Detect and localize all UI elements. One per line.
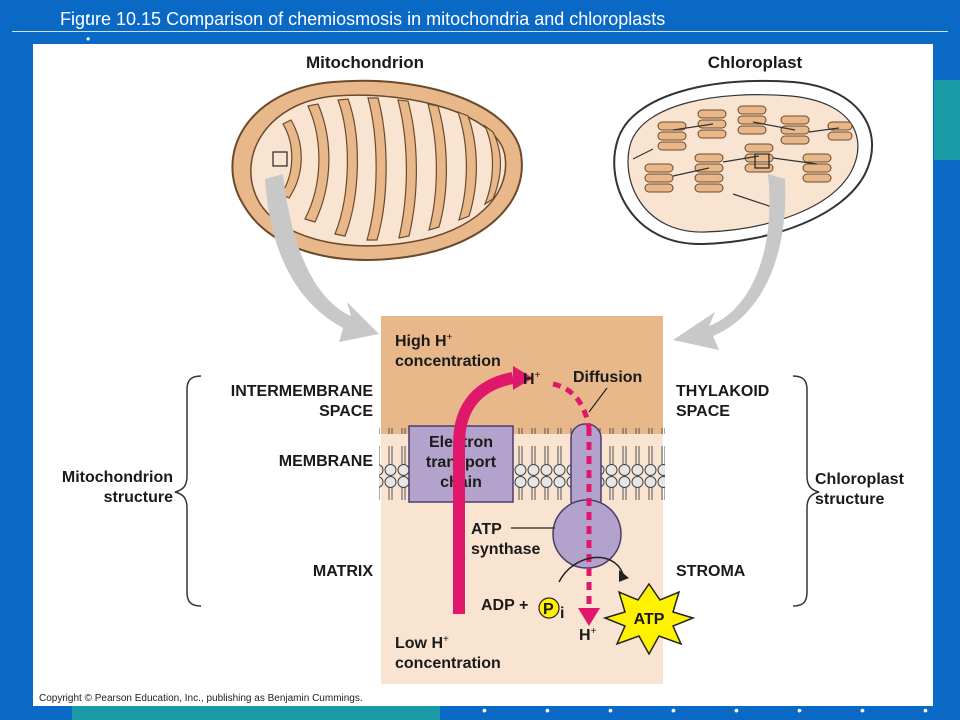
svg-text:ADP +: ADP + (481, 597, 528, 614)
chemiosmosis-diagram: Mitochondrion Chloroplast (39, 53, 905, 704)
right-brace (792, 375, 820, 607)
copyright-text: Copyright © Pearson Education, Inc., pub… (39, 693, 363, 704)
atp-starburst: ATP (602, 582, 696, 656)
svg-text:SPACE: SPACE (319, 403, 373, 420)
svg-text:ATP: ATP (634, 611, 665, 628)
slide-bullet-dot: • (797, 702, 802, 718)
proton-pump-arrow (453, 372, 515, 614)
svg-text:H+: H+ (579, 626, 597, 644)
svg-text:INTERMEMBRANE: INTERMEMBRANE (231, 383, 374, 400)
svg-text:MEMBRANE: MEMBRANE (279, 453, 374, 470)
left-brace (174, 375, 202, 607)
svg-text:structure: structure (104, 489, 173, 506)
chloroplast-title: Chloroplast (708, 53, 803, 72)
svg-text:SPACE: SPACE (676, 403, 730, 420)
svg-text:P: P (543, 601, 554, 618)
svg-text:structure: structure (815, 491, 884, 508)
slide-bullet-dot: • (608, 702, 613, 718)
title-rule (12, 31, 948, 32)
svg-text:High H+: High H+ (395, 332, 453, 350)
slide-bullet-dot: • (671, 702, 676, 718)
accent-bar-right (934, 80, 960, 160)
svg-text:Mitochondrion: Mitochondrion (62, 469, 173, 486)
svg-text:ATP: ATP (471, 521, 502, 538)
mitochondrion-title: Mitochondrion (306, 53, 424, 72)
svg-text:Chloroplast: Chloroplast (815, 471, 905, 488)
slide-bullet-dot: • (734, 702, 739, 718)
chloro-zoom-arrow (673, 174, 786, 350)
mitochondrion-illustration (231, 79, 523, 261)
mito-zoom-arrow (265, 174, 379, 342)
slide-bullet-dot: • (860, 702, 865, 718)
accent-bar-bottom (72, 706, 440, 720)
svg-text:MATRIX: MATRIX (313, 563, 373, 580)
slide-bullet-dot: • (545, 702, 550, 718)
slide-bullet-dot: • (86, 9, 91, 23)
svg-text:H+: H+ (523, 370, 541, 388)
svg-text:concentration: concentration (395, 655, 501, 672)
diffusion-arrow (552, 381, 592, 429)
slide-bullet-dot: • (86, 32, 91, 46)
svg-text:synthase: synthase (471, 541, 540, 558)
svg-text:concentration: concentration (395, 353, 501, 370)
svg-text:i: i (560, 605, 564, 622)
slide-bullet-dot: • (482, 702, 487, 718)
svg-text:Diffusion: Diffusion (573, 369, 642, 386)
figure-panel: Mitochondrion Chloroplast (33, 44, 933, 706)
chloroplast-illustration (613, 79, 874, 246)
svg-text:STROMA: STROMA (676, 563, 746, 580)
svg-text:Low H+: Low H+ (395, 634, 449, 652)
slide-bullet-dot: • (923, 702, 928, 718)
slide-title: Figure 10.15 Comparison of chemiosmosis … (60, 9, 666, 29)
svg-text:THYLAKOID: THYLAKOID (676, 383, 769, 400)
